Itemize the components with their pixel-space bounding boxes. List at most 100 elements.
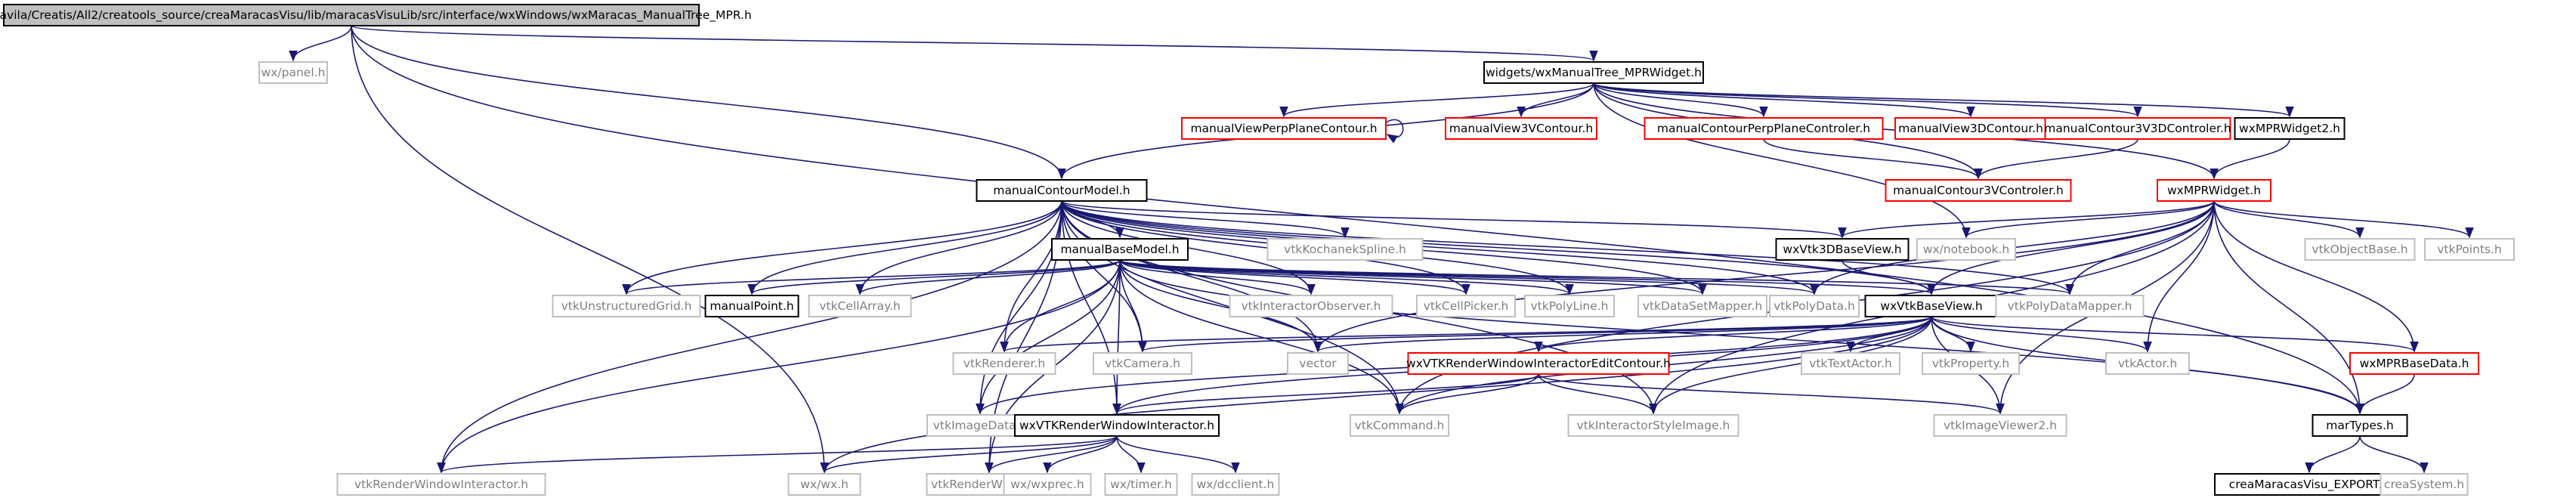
edge-mbm-to-iobs [1119, 259, 1316, 295]
node-cpick[interactable]: vtkCellPicker.h [1416, 295, 1516, 317]
node-box [704, 295, 799, 317]
node-objbase[interactable]: vtkObjectBase.h [2304, 238, 2416, 261]
node-crea[interactable]: creaSystem.h [2380, 473, 2469, 496]
edge-vbv-to-wxwx [820, 316, 1932, 474]
edge-mtw-to-mc3v3d [1593, 82, 2142, 118]
node-kspline[interactable]: vtkKochanekSpline.h [1266, 238, 1424, 261]
node-isi[interactable]: vtkInteractorStyleImage.h [1567, 414, 1739, 437]
node-iv2[interactable]: vtkImageViewer2.h [1933, 414, 2067, 437]
node-label: wxVTKRenderWindowInteractorEditContour.h [1406, 357, 1671, 370]
node-box [1995, 295, 2145, 317]
node-label: manualViewPerpPlaneContour.h [1190, 122, 1377, 135]
node-label: manualContour3V3DControler.h [2044, 122, 2231, 135]
node-label: vtkPolyLine.h [1530, 299, 1608, 313]
node-mtw[interactable]: widgets/wxManualTree_MPRWidget.h [1483, 61, 1704, 84]
node-label: wx/dcclient.h [1197, 478, 1275, 491]
node-textact[interactable]: vtkTextActor.h [1801, 352, 1900, 375]
node-box [1567, 414, 1739, 437]
node-label: manualContour3VControler.h [1893, 184, 2064, 197]
node-mvppc[interactable]: manualViewPerpPlaneContour.h [1181, 117, 1387, 140]
node-cmd[interactable]: vtkCommand.h [1350, 414, 1449, 437]
node-mc3v3d[interactable]: manualContour3V3DControler.h [2044, 117, 2231, 140]
node-rwiec[interactable]: wxVTKRenderWindowInteractorEditContour.h [1406, 352, 1671, 375]
node-camera[interactable]: vtkCamera.h [1093, 352, 1192, 375]
node-mcppc[interactable]: manualContourPerpPlaneControler.h [1644, 117, 1884, 140]
node-export[interactable]: creaMaracasVisu_EXPORT.h [2214, 473, 2404, 496]
node-mpoint[interactable]: manualPoint.h [704, 295, 799, 317]
node-pdata[interactable]: vtkPolyData.h [1769, 295, 1860, 317]
node-mbm[interactable]: manualBaseModel.h [1051, 238, 1189, 261]
node-vector[interactable]: vector [1287, 352, 1349, 375]
node-dc[interactable]: wx/dcclient.h [1191, 473, 1280, 496]
node-box [1801, 352, 1900, 375]
node-label: wxVtk3DBaseView.h [1783, 243, 1901, 256]
node-box [976, 179, 1148, 202]
edge-rwiec-to-cmd [1395, 373, 1539, 415]
node-mprbd[interactable]: wxMPRBaseData.h [2349, 352, 2479, 375]
node-vrwi[interactable]: vtkRenderWindowInteractor.h [336, 473, 546, 496]
edge-mprbd-to-martypes [2355, 373, 2415, 415]
node-label: wxVtkBaseView.h [1880, 299, 1982, 313]
node-martypes[interactable]: marTypes.h [2312, 414, 2408, 437]
node-root[interactable]: /home/davila/Creatis/All2/creatools_sour… [0, 4, 752, 26]
node-panel[interactable]: wx/panel.h [258, 61, 328, 84]
edge-vbv-to-actor [1931, 316, 2152, 353]
node-mpr2[interactable]: wxMPRWidget2.h [2234, 117, 2346, 140]
node-mpr[interactable]: wxMPRWidget.h [2157, 179, 2271, 202]
node-mc3vc[interactable]: manualContour3VControler.h [1885, 179, 2072, 202]
node-label: vtkProperty.h [1932, 357, 2009, 370]
node-actor[interactable]: vtkActor.h [2105, 352, 2190, 375]
node-wxwx[interactable]: wx/wx.h [787, 473, 861, 496]
edge-rwi-to-rwin [985, 435, 1118, 474]
node-box [1524, 295, 1615, 317]
node-mv3v[interactable]: manualView3VContour.h [1445, 117, 1597, 140]
edge-mbm-to-cpick [1119, 259, 1470, 295]
node-box [1483, 61, 1704, 84]
node-vbv[interactable]: wxVtkBaseView.h [1864, 295, 1999, 317]
node-rwi[interactable]: wxVTKRenderWindowInteractor.h [1014, 414, 1220, 437]
edge-martypes-to-export [2305, 435, 2361, 474]
node-box [3, 4, 700, 26]
node-wxprec[interactable]: wx/wxprec.h [1003, 473, 1092, 496]
node-box [2312, 414, 2408, 437]
edge-root-to-panel [289, 25, 352, 62]
node-points[interactable]: vtkPoints.h [2424, 238, 2515, 261]
edge-mc3v3d-to-mc3vc [1974, 138, 2138, 180]
edge-mcm-to-kspline [1061, 200, 1350, 239]
node-box [1885, 179, 2072, 202]
edge-mcm-to-camera [1061, 200, 1147, 353]
edge-mcm-to-vrwi [437, 200, 1062, 474]
node-pline[interactable]: vtkPolyLine.h [1524, 295, 1615, 317]
edge-mcm-to-ugrid [622, 200, 1062, 295]
edge-mbm-to-pdata [1119, 259, 1819, 295]
edge-root-to-wxwx [351, 25, 829, 474]
edge-vbv-to-vector [1313, 316, 1932, 353]
node-cellarr[interactable]: vtkCellArray.h [808, 295, 912, 317]
node-label: wx/timer.h [1110, 478, 1172, 491]
node-label: vtkDataSetMapper.h [1643, 299, 1762, 313]
node-mcm[interactable]: manualContourModel.h [976, 179, 1148, 202]
node-dsmap[interactable]: vtkDataSetMapper.h [1637, 295, 1767, 317]
edge-martypes-to-crea [2359, 435, 2429, 474]
node-renderer[interactable]: vtkRenderer.h [952, 352, 1056, 375]
node-notebook[interactable]: wx/notebook.h [1916, 238, 2016, 261]
node-label: vtkPolyDataMapper.h [2008, 299, 2132, 313]
node-prop[interactable]: vtkProperty.h [1922, 352, 2020, 375]
edge-mpr-to-objbase [2213, 200, 2364, 239]
node-iobs[interactable]: vtkInteractorObserver.h [1229, 295, 1393, 317]
node-v3dbv[interactable]: wxVtk3DBaseView.h [1775, 238, 1910, 261]
node-label: manualView3DContour.h [1898, 122, 2043, 135]
node-label: vtkPolyData.h [1774, 299, 1855, 313]
node-box [2214, 473, 2404, 496]
node-timer[interactable]: wx/timer.h [1104, 473, 1178, 496]
edge-mtw-to-mpr2 [1593, 82, 2294, 118]
node-box [808, 295, 912, 317]
node-ugrid[interactable]: vtkUnstructuredGrid.h [552, 295, 701, 317]
node-mv3d[interactable]: manualView3DContour.h [1894, 117, 2047, 140]
edge-mvppc-to-mvppc [1385, 119, 1404, 144]
node-label: wxMPRWidget.h [2167, 184, 2261, 197]
node-box [2380, 473, 2469, 496]
node-pdmap[interactable]: vtkPolyDataMapper.h [1995, 295, 2145, 317]
edge-mbm-to-cmd [1119, 259, 1404, 415]
